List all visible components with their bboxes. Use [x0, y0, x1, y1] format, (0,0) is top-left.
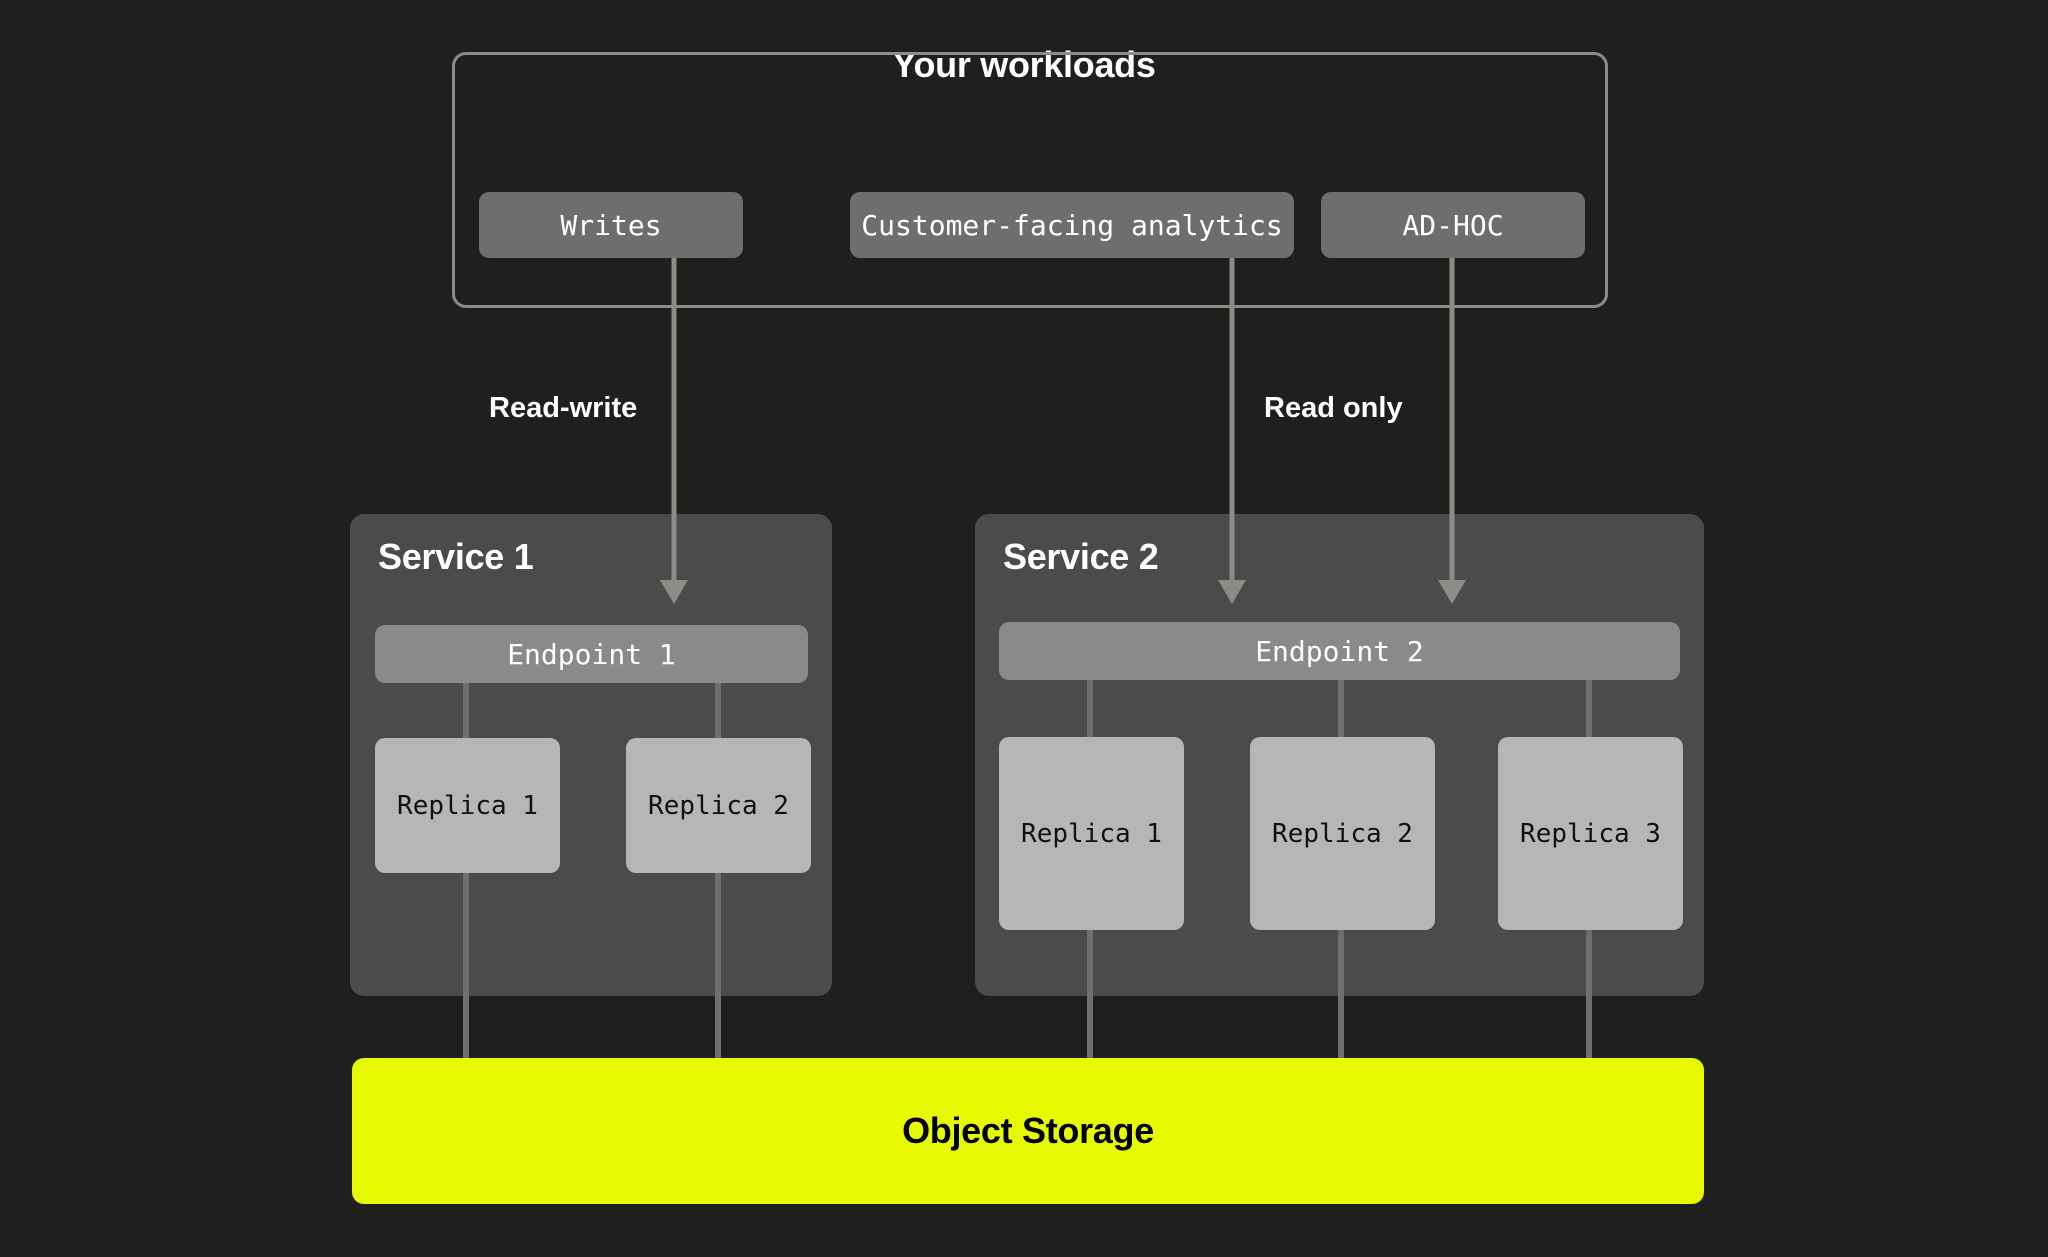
edge-label-read-write: Read-write	[489, 392, 638, 424]
service-1-replica-2[interactable]: Replica 2	[626, 738, 811, 873]
edge-label-read-only: Read only	[1264, 392, 1403, 424]
service-2-replica-3[interactable]: Replica 3	[1498, 737, 1683, 930]
object-storage-bar[interactable]: Object Storage	[352, 1058, 1704, 1204]
workloads-title: Your workloads	[892, 44, 1156, 85]
service-2-replica-1[interactable]: Replica 1	[999, 737, 1184, 930]
service-2-endpoint[interactable]: Endpoint 2	[999, 622, 1680, 680]
service-1-endpoint[interactable]: Endpoint 1	[375, 625, 808, 683]
workload-chip-writes[interactable]: Writes	[479, 192, 743, 258]
workloads-container	[452, 52, 1608, 308]
service-2-title: Service 2	[1003, 536, 1159, 577]
workload-chip-customer-facing-analytics[interactable]: Customer-facing analytics	[850, 192, 1294, 258]
service-2-replica-2[interactable]: Replica 2	[1250, 737, 1435, 930]
service-1-replica-1[interactable]: Replica 1	[375, 738, 560, 873]
service-1-title: Service 1	[378, 536, 534, 577]
workload-chip-ad-hoc[interactable]: AD-HOC	[1321, 192, 1585, 258]
